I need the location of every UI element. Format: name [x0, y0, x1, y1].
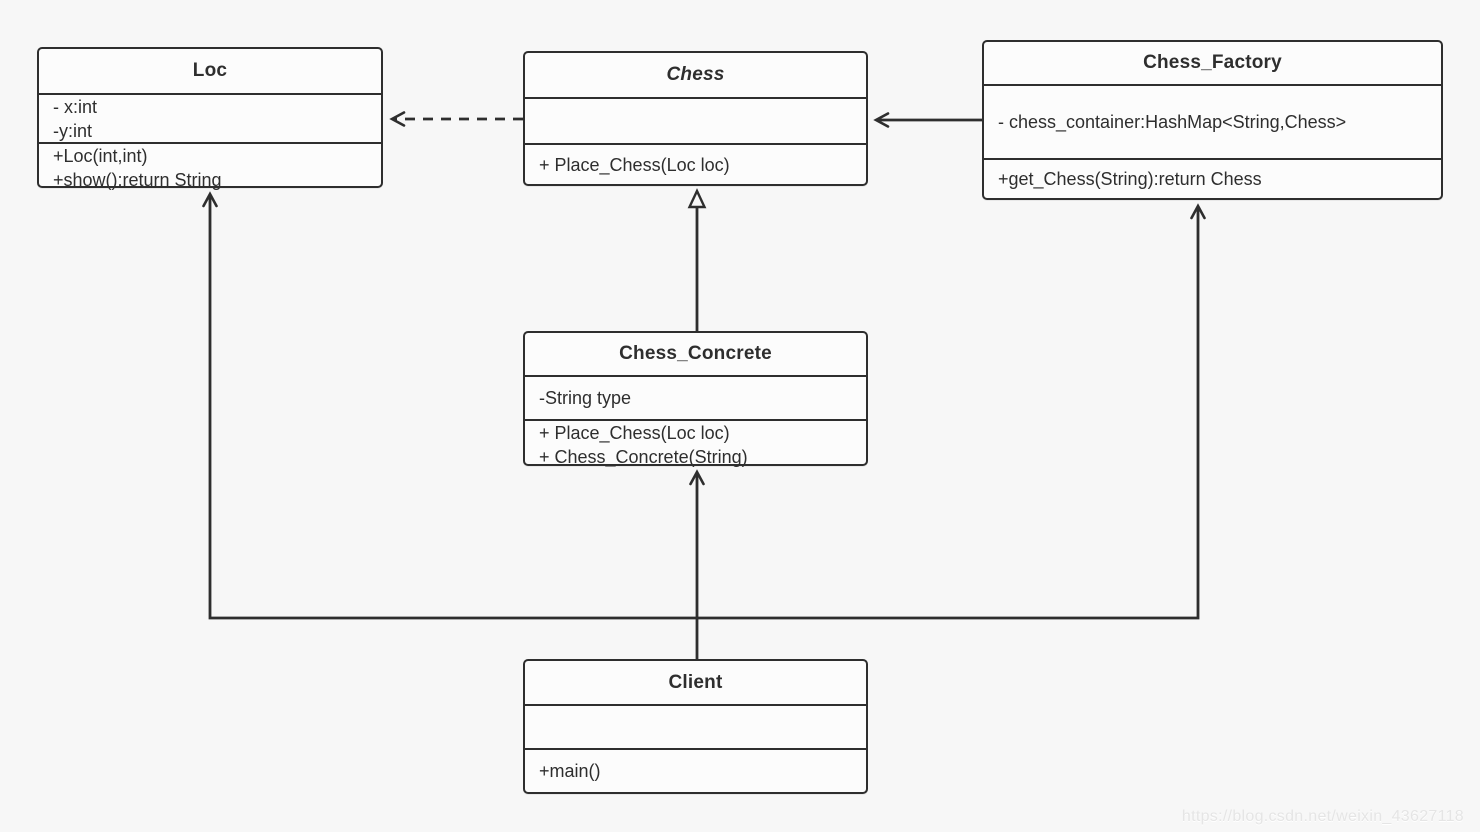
class-client-attributes	[525, 704, 866, 748]
class-client: Client +main()	[523, 659, 868, 794]
method: + Place_Chess(Loc loc)	[539, 154, 730, 175]
class-chess-title: Chess	[666, 64, 725, 85]
method: +main()	[539, 761, 601, 781]
method: +get_Chess(String):return Chess	[998, 169, 1262, 189]
class-chess-factory-title: Chess_Factory	[1143, 52, 1282, 73]
method: +show():return String	[53, 170, 222, 190]
method: +Loc(int,int)	[53, 146, 148, 166]
class-loc-title: Loc	[192, 60, 228, 81]
class-chess-attributes	[525, 97, 866, 143]
attribute: -String type	[539, 388, 632, 408]
class-client-title: Client	[668, 671, 723, 693]
method: + Chess_Concrete(String)	[539, 447, 748, 467]
method: + Place_Chess(Loc loc)	[539, 423, 730, 443]
class-chess-concrete-attributes: -String type	[525, 375, 866, 419]
class-client-methods: +main()	[525, 748, 866, 792]
class-chess-concrete-title: Chess_Concrete	[619, 343, 772, 364]
attribute: -y:int	[53, 120, 93, 141]
class-loc-methods: +Loc(int,int) +show():return String	[39, 142, 381, 192]
class-loc: Loc - x:int -y:int +Loc(int,int) +show()…	[37, 47, 383, 190]
class-chess-concrete: Chess_Concrete -String type + Place_Ches…	[523, 331, 868, 469]
class-chess: Chess + Place_Chess(Loc loc)	[523, 51, 868, 186]
association-client-to-loc	[202, 191, 697, 620]
class-chess-concrete-methods: + Place_Chess(Loc loc) + Chess_Concrete(…	[525, 419, 866, 469]
class-chess-factory-attributes: - chess_container:HashMap<String,Chess>	[984, 84, 1441, 158]
association-client-to-factory	[697, 203, 1206, 620]
csdn-watermark: https://blog.csdn.net/weixin_43627118	[1181, 808, 1464, 825]
class-chess-methods: + Place_Chess(Loc loc)	[525, 143, 866, 184]
attribute: - x:int	[53, 96, 98, 117]
class-chess-factory-methods: +get_Chess(String):return Chess	[984, 158, 1441, 198]
class-loc-attributes: - x:int -y:int	[39, 93, 381, 142]
class-chess-factory: Chess_Factory - chess_container:HashMap<…	[982, 40, 1443, 200]
attribute: - chess_container:HashMap<String,Chess>	[998, 112, 1347, 132]
